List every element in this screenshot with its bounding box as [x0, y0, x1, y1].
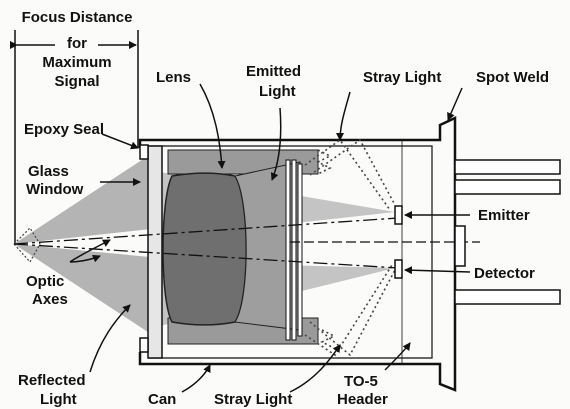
upper-beam	[14, 148, 160, 244]
emitter-label: Emitter	[478, 207, 530, 224]
optic-axes-label-line2: Axes	[32, 291, 68, 308]
spot-weld-label: Spot Weld	[476, 69, 549, 86]
emitted-light-label-line2: Light	[259, 83, 296, 100]
leader-arrows	[69, 83, 471, 393]
epoxy-seal-label: Epoxy Seal	[24, 121, 104, 138]
focus-distance-label-line3: Maximum	[42, 54, 111, 71]
stray-light-rays	[304, 138, 396, 357]
lower-beam	[14, 244, 160, 340]
detector-label: Detector	[474, 265, 535, 282]
focus-distance-label-line1: Focus Distance	[22, 9, 133, 26]
focus-distance-label-line4: Signal	[54, 73, 99, 90]
glass-window-label-line1: Glass	[28, 163, 69, 180]
header-pins	[454, 159, 561, 305]
lens-label: Lens	[156, 69, 191, 86]
optic-axes	[13, 217, 480, 269]
internal-plates	[285, 159, 303, 341]
reflected-light-label-line1: Reflected	[18, 372, 86, 389]
glass-window-label-line2: Window	[26, 181, 84, 198]
to5-header-label-line2: Header	[337, 391, 388, 408]
epoxy-seal-bottom	[139, 337, 149, 353]
focus-distance-label-line2: for	[67, 35, 87, 52]
can-label: Can	[148, 391, 176, 408]
detector-chip	[394, 259, 403, 279]
emitter-chip	[394, 205, 403, 225]
stray-light-bottom-label: Stray Light	[214, 391, 292, 408]
epoxy-seal-top	[139, 144, 149, 160]
focus-distance-dimension	[10, 30, 139, 245]
stray-light-top-label: Stray Light	[363, 69, 441, 86]
reflected-light-label-line2: Light	[40, 391, 77, 408]
optic-axes-label-line1: Optic	[26, 273, 64, 290]
to5-header-label-line1: TO-5	[344, 373, 378, 390]
lens	[162, 161, 301, 331]
emitted-light-label-line1: Emitted	[246, 63, 301, 80]
